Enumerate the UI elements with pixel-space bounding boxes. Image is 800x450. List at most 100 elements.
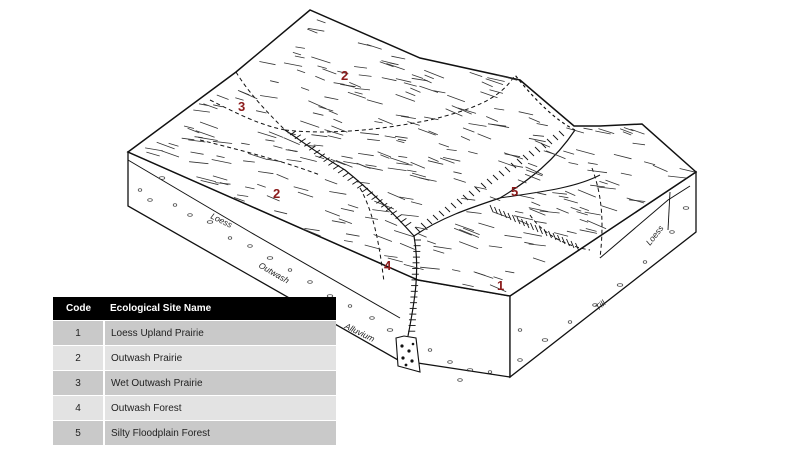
- site-boundaries: [199, 71, 603, 283]
- terrain-stroke: [384, 135, 396, 139]
- terrain-stroke: [579, 229, 598, 234]
- alluvium-gravel-dots: [400, 342, 415, 367]
- terrain-stroke: [426, 240, 436, 245]
- terrain-stroke: [409, 174, 430, 181]
- terrain-stroke: [187, 127, 200, 134]
- pebble: [227, 236, 233, 240]
- terrain-stroke: [374, 200, 395, 210]
- terrain-stroke: [423, 78, 432, 84]
- terrain-stroke: [679, 168, 696, 173]
- terrain-stroke: [454, 223, 475, 232]
- legend-row-name: Outwash Forest: [104, 395, 336, 421]
- terrain-stroke: [276, 173, 289, 180]
- pebble: [369, 316, 375, 320]
- terrain-stroke: [331, 125, 348, 133]
- terrain-stroke: [286, 159, 302, 162]
- terrain-stroke: [316, 19, 326, 24]
- hachure-tick: [438, 210, 445, 217]
- pebble: [147, 198, 153, 202]
- hachure-tick: [570, 240, 575, 249]
- ecological-site-legend: Code Ecological Site Name 1 Loess Upland…: [53, 297, 336, 445]
- terrain-stroke: [652, 164, 668, 172]
- pebble: [266, 256, 274, 260]
- terrain-stroke: [468, 151, 478, 155]
- terrain-stroke: [365, 216, 379, 220]
- terrain-stroke: [424, 116, 439, 121]
- hachure-tick: [356, 183, 364, 189]
- hachure-tick: [289, 130, 297, 136]
- terrain-stroke: [535, 221, 547, 224]
- terrain-stroke: [528, 137, 546, 143]
- terrain-stroke: [493, 276, 503, 281]
- terrain-stroke: [457, 107, 477, 114]
- terrain-stroke: [462, 283, 474, 287]
- hachure-tick: [561, 236, 566, 245]
- terrain-stroke: [267, 158, 283, 163]
- terrain-stroke: [396, 162, 413, 166]
- hachure-tick: [361, 187, 369, 193]
- terrain-stroke: [525, 169, 543, 177]
- terrain-stroke: [308, 100, 327, 110]
- site-label-4: 4: [384, 258, 392, 273]
- terrain-stroke: [294, 55, 305, 59]
- site-label-3: 3: [238, 99, 245, 114]
- site-label-1: 1: [497, 278, 504, 293]
- terrain-stroke: [287, 132, 296, 136]
- terrain-stroke: [349, 82, 362, 88]
- pebble: [642, 260, 648, 264]
- terrain-stroke: [424, 69, 445, 79]
- terrain-stroke: [411, 74, 424, 79]
- legend-row: 3 Wet Outwash Prairie: [53, 370, 336, 396]
- hachure-tick: [304, 142, 311, 147]
- terrain-stroke: [489, 196, 501, 201]
- terrain-stroke: [315, 155, 325, 160]
- pebble: [427, 348, 433, 352]
- terrain-stroke: [536, 123, 548, 127]
- pebble: [247, 244, 253, 248]
- block-top-surface: [126, 9, 698, 297]
- hachure-tick: [543, 228, 548, 237]
- terrain-stroke: [219, 182, 229, 186]
- terrain-stroke: [460, 136, 471, 141]
- terrain-stroke: [459, 229, 480, 238]
- terrain-stroke: [211, 159, 232, 164]
- terrain-stroke: [366, 99, 383, 105]
- terrain-stroke: [317, 65, 327, 69]
- terrain-stroke: [534, 140, 551, 148]
- terrain-stroke: [407, 169, 417, 173]
- terrain-stroke: [427, 160, 444, 165]
- terrain-stroke: [266, 195, 280, 202]
- terrain-stroke: [307, 28, 325, 32]
- terrain-stroke: [243, 160, 255, 163]
- terrain-stroke: [377, 151, 392, 158]
- terrain-stroke: [532, 134, 545, 137]
- terrain-stroke: [358, 74, 372, 77]
- terrain-stroke: [302, 228, 321, 237]
- hachure-tick: [504, 166, 511, 173]
- terrain-stroke: [366, 44, 382, 50]
- pebble: [287, 268, 293, 272]
- pebble: [457, 378, 463, 382]
- terrain-stroke: [293, 186, 309, 191]
- pebble: [187, 213, 193, 217]
- terrain-stroke: [494, 108, 505, 111]
- terrain-stroke: [491, 123, 510, 128]
- terrain-stroke: [566, 230, 577, 234]
- terrain-stroke: [575, 149, 595, 155]
- terrain-stroke: [579, 206, 590, 211]
- terrain-stroke: [466, 211, 482, 214]
- legend-row-name: Loess Upland Prairie: [104, 320, 336, 346]
- terrain-stroke: [365, 164, 377, 167]
- terrain-stroke: [161, 150, 180, 158]
- hachure-tick: [404, 221, 412, 227]
- terrain-stroke: [568, 162, 579, 165]
- terrain-stroke: [438, 143, 450, 148]
- hachure-tick: [575, 242, 579, 251]
- terrain-stroke: [497, 74, 518, 81]
- terrain-stroke: [446, 149, 457, 151]
- hachure-tick: [444, 206, 451, 213]
- terrain-stroke: [518, 111, 534, 116]
- terrain-stroke: [247, 153, 268, 160]
- terrain-stroke: [258, 171, 274, 175]
- terrain-stroke: [585, 228, 597, 232]
